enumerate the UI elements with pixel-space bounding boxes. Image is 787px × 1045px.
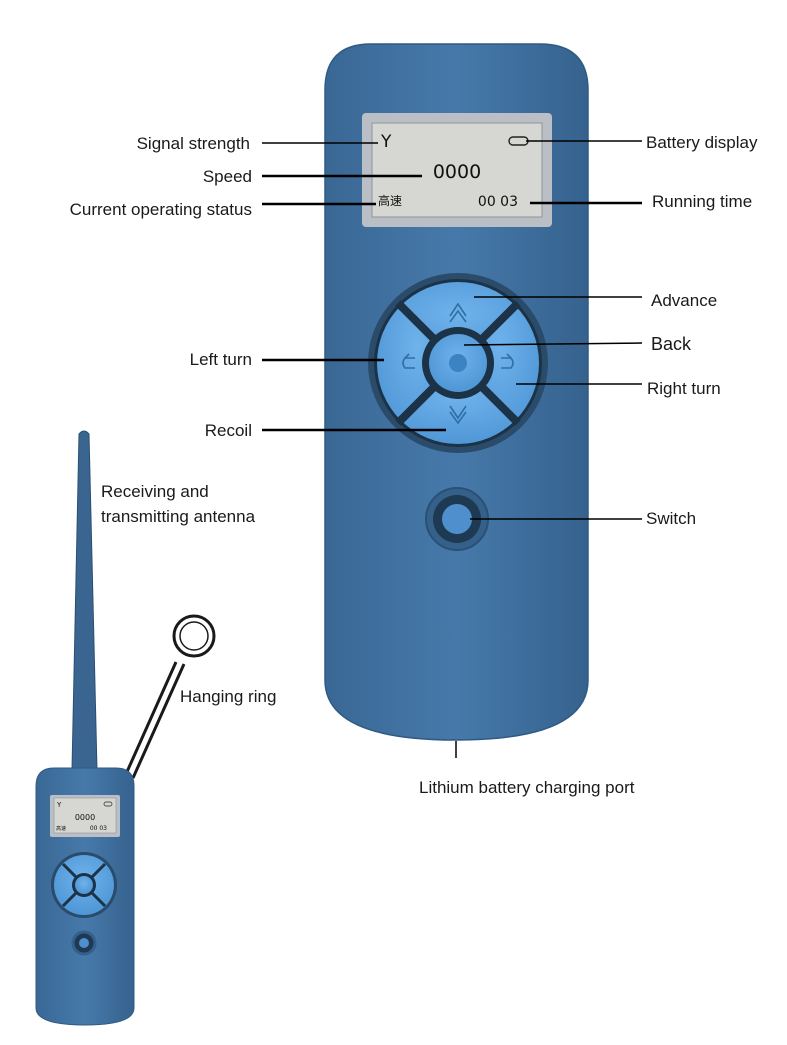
label-current-status: Current operating status <box>70 200 252 219</box>
antenna <box>71 430 98 771</box>
label-right-turn: Right turn <box>647 379 721 398</box>
label-battery-display: Battery display <box>646 133 758 152</box>
lcd-screen: Y 0000 高速 00 03 <box>362 113 552 227</box>
label-recoil: Recoil <box>205 421 252 440</box>
label-charging-port: Lithium battery charging port <box>419 778 635 797</box>
leader-lines <box>262 140 643 758</box>
label-speed: Speed <box>203 167 252 186</box>
small-running-time-readout: 00 03 <box>90 825 107 832</box>
u-turn-left-icon <box>402 353 415 369</box>
label-antenna-line1: Receiving and <box>101 482 209 501</box>
small-signal-symbol: Y <box>56 801 62 809</box>
circle-icon <box>449 354 467 372</box>
signal-symbol: Y <box>380 132 392 152</box>
double-chevron-up-icon <box>449 302 467 323</box>
small-remote: Y 0000 高速 00 03 <box>35 430 216 1026</box>
advance-button[interactable] <box>376 281 540 363</box>
label-signal-strength: Signal strength <box>137 134 250 153</box>
main-remote: Y 0000 高速 00 03 <box>324 43 589 741</box>
u-turn-right-icon <box>501 353 514 369</box>
switch-button[interactable] <box>442 504 472 534</box>
hanging-ring <box>124 614 216 779</box>
label-running-time: Running time <box>652 192 752 211</box>
recoil-button[interactable] <box>376 363 540 445</box>
direction-pad <box>368 273 548 453</box>
label-left-turn: Left turn <box>190 350 252 369</box>
running-time-readout: 00 03 <box>478 194 518 210</box>
label-hanging-ring: Hanging ring <box>180 687 276 706</box>
status-readout: 高速 <box>378 193 402 208</box>
right-turn-button[interactable] <box>458 281 540 445</box>
label-switch: Switch <box>646 509 696 528</box>
small-speed-readout: 0000 <box>75 813 95 822</box>
callout-labels: Signal strength Speed Current operating … <box>70 133 758 797</box>
label-back: Back <box>651 334 692 354</box>
power-switch <box>425 487 489 551</box>
speed-readout: 0000 <box>433 161 481 183</box>
small-battery-icon <box>103 801 113 807</box>
label-antenna-line2: transmitting antenna <box>101 507 256 526</box>
double-chevron-down-icon <box>449 405 467 425</box>
small-status-readout: 高速 <box>56 825 66 832</box>
label-advance: Advance <box>651 291 717 310</box>
left-turn-button[interactable] <box>376 281 458 445</box>
